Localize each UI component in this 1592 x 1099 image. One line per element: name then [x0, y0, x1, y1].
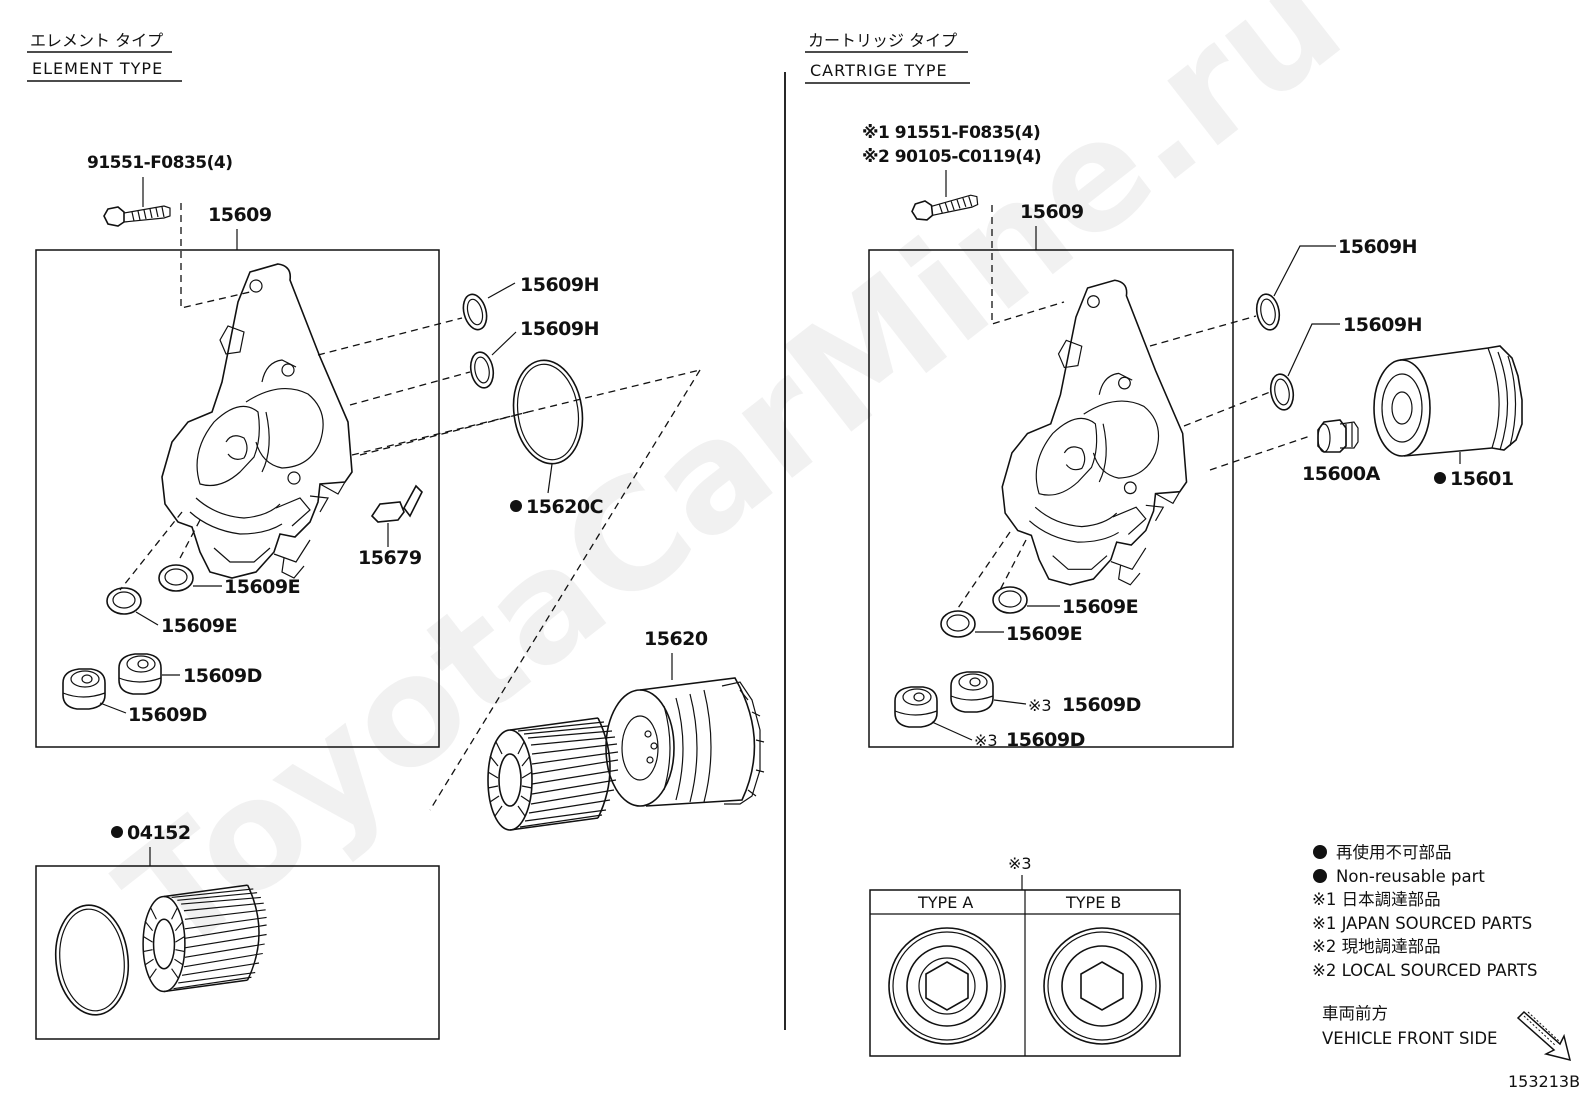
legend-nonreusable-jp: 再使用不可部品	[1336, 843, 1452, 862]
washer-icon	[158, 564, 194, 592]
legend: 再使用不可部品 Non-reusable part ※1 日本調達部品 ※1 J…	[1312, 843, 1572, 1062]
plug-2-label: 15609D	[128, 704, 207, 726]
plug-types-box: ※3 TYPE A TYPE B	[869, 854, 1181, 1057]
cartridge-oring-1-label: 15609H	[1338, 236, 1417, 258]
cartridge-plug-2-label: 15609D	[1006, 729, 1085, 751]
housing-assembly-box	[35, 249, 440, 748]
housing-label: 15609	[208, 204, 272, 226]
kit-box	[35, 865, 440, 1040]
legend-front-en: VEHICLE FRONT SIDE	[1322, 1029, 1497, 1048]
cartridge-type-section: カートリッジ タイプ CARTRIGE TYPE ※1 91551-F0835(…	[805, 31, 1523, 751]
nonreusable-dot	[1313, 845, 1327, 859]
nonreusable-dot	[111, 826, 123, 838]
type-b-plug-icon	[1043, 927, 1161, 1045]
cartridge-washer-1-label: 15609E	[1062, 596, 1138, 618]
union-label: 15600A	[1302, 463, 1381, 485]
legend-note1-en: ※1 JAPAN SOURCED PARTS	[1312, 914, 1532, 933]
legend-note2-en: ※2 LOCAL SOURCED PARTS	[1312, 961, 1537, 980]
type-b-label: TYPE B	[1065, 893, 1121, 912]
types-mark: ※3	[1008, 854, 1032, 873]
cartridge-type-title-jp: カートリッジ タイプ	[808, 31, 957, 50]
oring-top-label: 15609H	[520, 274, 599, 296]
cartridge-plug-2-mark: ※3	[974, 731, 998, 750]
plug-1-label: 15609D	[183, 665, 262, 687]
oring-icon	[467, 349, 497, 391]
oring-icon	[1267, 371, 1297, 413]
washer-icon	[992, 586, 1028, 614]
big-oring-label: 15620C	[526, 496, 603, 518]
plug-icon	[950, 671, 994, 713]
element-type-title-en: ELEMENT TYPE	[32, 59, 163, 78]
cartridge-washer-2-label: 15609E	[1006, 623, 1082, 645]
clip-icon	[370, 484, 423, 523]
type-a-label: TYPE A	[917, 893, 973, 912]
cartridge-bolt-label-1: ※1 91551-F0835(4)	[862, 123, 1040, 143]
nonreusable-dot	[1313, 869, 1327, 883]
oil-filter-icon	[1373, 345, 1523, 457]
cartridge-housing-label: 15609	[1020, 201, 1084, 223]
cartridge-oring-2-label: 15609H	[1343, 314, 1422, 336]
filter-label: 15601	[1450, 468, 1514, 490]
big-oring-icon	[512, 359, 584, 465]
nonreusable-dot	[510, 500, 522, 512]
cartridge-type-title-en: CARTRIGE TYPE	[810, 61, 948, 80]
clip-label: 15679	[358, 547, 422, 569]
bolt-label: 91551-F0835(4)	[87, 153, 233, 173]
plug-icon	[894, 686, 938, 728]
washer-2-label: 15609E	[161, 615, 237, 637]
washer-1-label: 15609E	[224, 576, 300, 598]
bolt-icon	[103, 205, 171, 227]
legend-note2-jp: ※2 現地調達部品	[1312, 937, 1441, 956]
figure-id: 153213B	[1508, 1072, 1580, 1091]
plug-icon	[118, 653, 162, 695]
union-bolt-icon	[1317, 419, 1359, 453]
oring-mid-label: 15609H	[520, 318, 599, 340]
washer-icon	[940, 610, 976, 638]
cartridge-plug-1-mark: ※3	[1028, 696, 1052, 715]
oring-icon	[1253, 291, 1283, 333]
washer-icon	[106, 587, 142, 615]
cartridge-plug-1-label: 15609D	[1062, 694, 1141, 716]
cap-label: 15620	[644, 628, 708, 650]
element-type-title-jp: エレメント タイプ	[30, 31, 163, 50]
element-type-section: エレメント タイプ ELEMENT TYPE 91551-F0835(4) 15…	[27, 31, 765, 1040]
front-direction-arrow-icon	[1516, 1010, 1572, 1062]
cartridge-housing-box	[868, 249, 1234, 748]
legend-note1-jp: ※1 日本調達部品	[1312, 890, 1441, 909]
type-a-plug-icon	[888, 927, 1006, 1045]
filter-cap-icon	[605, 677, 765, 807]
oring-icon	[458, 290, 492, 334]
watermark: ToyotaCarMine.ru	[90, 0, 1372, 988]
cartridge-bolt-label-2: ※2 90105-C0119(4)	[862, 147, 1041, 167]
plug-icon	[62, 668, 106, 710]
housing-drawing	[161, 263, 353, 579]
kit-label: 04152	[127, 822, 191, 844]
legend-front-jp: 車両前方	[1322, 1004, 1388, 1023]
nonreusable-dot	[1434, 472, 1446, 484]
legend-nonreusable-en: Non-reusable part	[1336, 867, 1485, 886]
